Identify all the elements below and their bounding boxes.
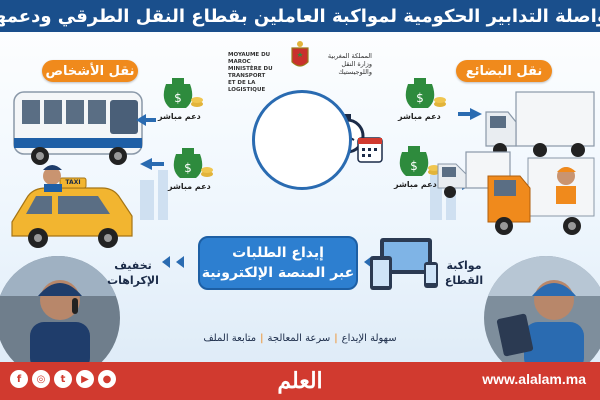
goods-section-label: نقل البضائع [456,60,552,82]
ministry-name-fr: MOYAUME DU MAROC MINISTÈRE DU TRANSPORT … [228,52,273,93]
features-row: سهولة الإيداع|سرعة المعالجة|متابعة الملف [160,333,440,344]
devices-illustration [370,238,438,290]
subsidy-label: دعم مباشر [158,112,201,121]
social-links: f ◎ t ▶ ● [10,370,116,388]
feature-item: سرعة المعالجة [267,333,331,344]
taxi-sign: TAXI [65,179,81,186]
facebook-icon[interactable]: f [10,370,28,388]
money-bag-icon: $ [405,78,446,108]
feature-separator: | [334,333,338,344]
other-social-icon[interactable]: ● [98,370,116,388]
subsidy-label: دعم مباشر [168,182,211,191]
subsidy-label: دعم مباشر [394,180,437,189]
center-circle [252,90,352,190]
cta-line2: عبر المنصة الإلكترونية [201,265,355,281]
ease-constraints-label: تخفيف الإكراهات [107,259,159,287]
sector-support-label: مواكبة القطاع [444,259,484,287]
svg-text:$: $ [184,161,192,175]
passengers-section-label: نقل الأشخاص [42,60,138,82]
taxi-illustration [11,165,133,248]
header-bar: مواصلة التدابير الحكومية لمواكبة العاملي… [0,0,600,32]
money-bag-icon: $ [399,146,440,176]
svg-text:$: $ [416,91,424,105]
page-title: مواصلة التدابير الحكومية لمواكبة العاملي… [0,5,600,27]
site-logo[interactable]: العلم [277,368,323,394]
bus-illustration [13,91,143,165]
subsidy-label: دعم مباشر [398,112,441,121]
ministry-name-ar: المملكة المغربية وزارة النقل واللوجيستيك [327,52,372,76]
ministry-logo: MOYAUME DU MAROC MINISTÈRE DU TRANSPORT … [228,44,372,93]
box-truck-illustration [485,91,595,157]
feature-item: سهولة الإيداع [341,333,397,344]
svg-text:$: $ [174,91,182,105]
coat-of-arms-icon [291,41,309,67]
instagram-icon[interactable]: ◎ [32,370,50,388]
money-bag-icon: $ [173,148,213,178]
online-platform-box: إيداع الطلبات عبر المنصة الإلكترونية [198,236,358,290]
calendar-icon [357,137,383,163]
twitter-icon[interactable]: t [54,370,72,388]
site-url[interactable]: www.alalam.ma [482,371,586,387]
orange-truck-illustration [487,157,595,235]
youtube-icon[interactable]: ▶ [76,370,94,388]
money-bag-icon: $ [163,78,203,108]
feature-item: متابعة الملف [203,333,257,344]
feature-separator: | [260,333,264,344]
svg-text:$: $ [410,159,418,173]
cta-line1: إيداع الطلبات [232,245,324,261]
